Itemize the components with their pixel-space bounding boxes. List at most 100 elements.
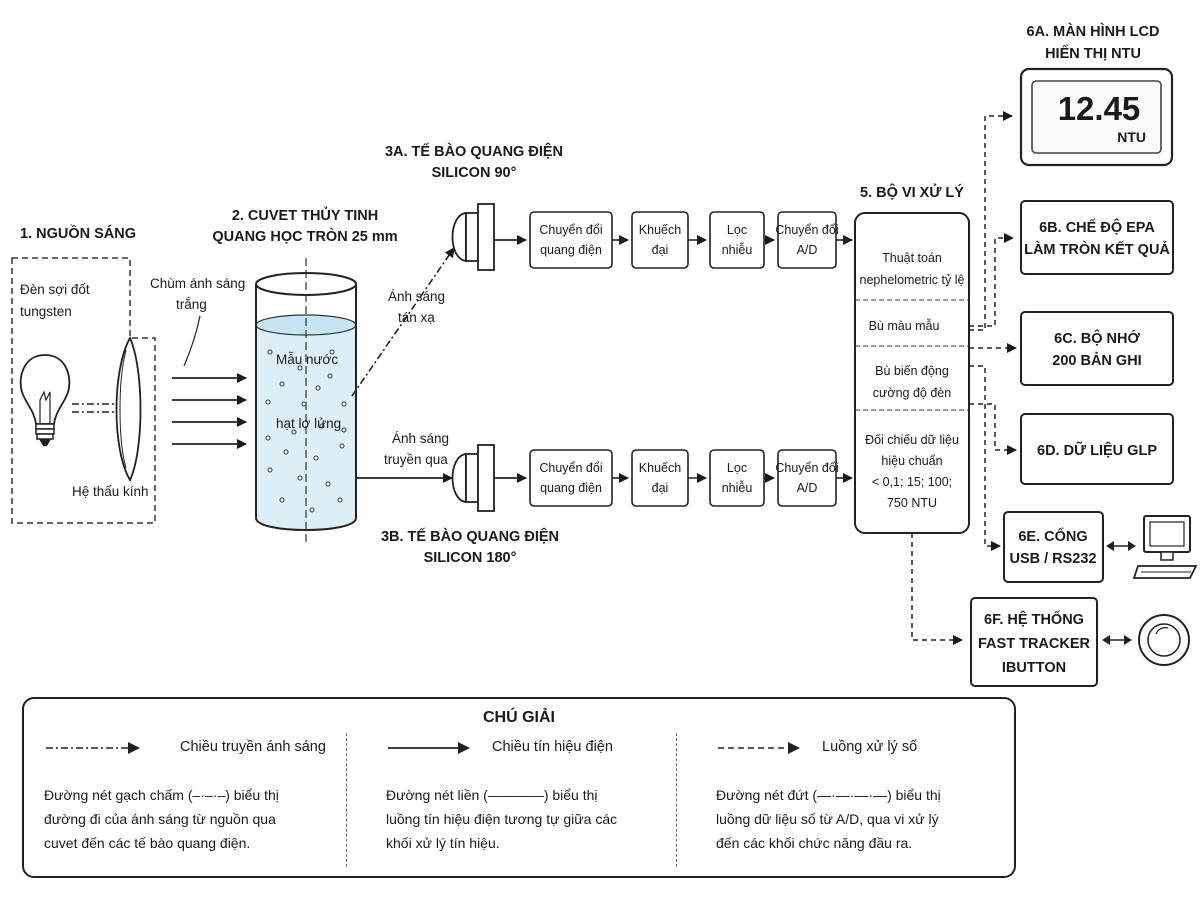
computer-icon [1132,515,1198,579]
memory-box [1020,311,1174,386]
sample-label: Mẫu nước [276,352,338,367]
particle-dot [315,385,321,391]
tracker-bidirectional-arrow [1102,635,1132,645]
amplifier-upper-line2: đại [652,243,669,257]
particle-dot [279,381,285,387]
processor-algorithm-line1: Thuật toán [882,251,942,265]
pe-converter-lower-line2: quang điện [540,481,602,495]
white-beam-label-line2: trắng [176,297,207,312]
amplifier-upper [631,211,689,269]
memory-line1: 6C. BỘ NHỚ [1054,329,1140,347]
lens-label: Hệ thấu kính [72,484,149,499]
legend-light-desc-line3: cuvet đến các tế bào quang điện. [44,835,251,851]
legend-digital-desc-line3: đến các khối chức năng đầu ra. [716,835,913,851]
lower-signal-chain: Chuyển đổi quang điện Khuếch đại Lọc nhi… [529,449,853,507]
particle-dot [267,349,273,355]
tracker-box [970,597,1098,687]
processor-color-comp: Bù màu mẫu [869,318,940,333]
cuvette-title-line1: 2. CUVET THỦY TINH [232,206,378,224]
filter-upper-line1: Lọc [727,223,747,237]
legend-digital-desc: Đường nét đứt (—·—·—·—) biểu thị luồng d… [716,783,941,855]
legend-light-desc-line1: Đường nét gạch chấm (–·–·–) biểu thị [44,787,279,803]
lcd-unit: NTU [1117,129,1146,145]
filter-lower [709,449,765,507]
cuvette-title-line2: QUANG HỌC TRÒN 25 mm [212,227,397,245]
adc-lower-line2: A/D [797,481,818,495]
legend-electric-desc: Đường nét liền (————) biểu thị luồng tín… [386,783,617,855]
photocell-90-icon [451,203,495,271]
memory-line2: 200 BẢN GHI [1052,352,1141,369]
white-beam-arrows [172,373,247,449]
tracker-line2: FAST TRACKER [978,636,1091,652]
white-beam-pointer [183,315,201,367]
transmitted-label-line1: Ánh sáng [392,431,449,446]
legend-key-solid [388,742,470,754]
adc-lower [777,449,837,507]
processor-calib-line4: 750 NTU [887,496,937,510]
lcd-display [1019,67,1174,167]
legend-item-digital: Luồng xử lý số Đường nét đứt (—·—·—·—) b… [716,735,1006,869]
tracker-line3: IBUTTON [1002,660,1066,676]
legend-item-light: Chiều truyền ánh sáng Đường nét gạch chấ… [44,735,344,869]
port-line2: USB / RS232 [1009,551,1096,567]
particles-label: hạt lơ lửng [276,416,341,431]
scattered-label-line1: Ánh sáng [388,289,445,304]
particle-dot [279,497,285,503]
lcd-title-line1: 6A. MÀN HÌNH LCD [1027,23,1160,40]
epa-box [1020,200,1174,275]
particle-dot [291,429,297,435]
photocell-180-icon [451,444,495,512]
particle-dot [329,349,335,355]
particle-dot [301,401,307,407]
glp-box [1020,413,1174,485]
digital-flow-connectors [911,111,1017,645]
legend-electric-desc-line2: luồng tín hiệu điện tương tự giữa các [386,811,618,827]
port-line1: 6E. CỔNG [1018,527,1087,545]
particle-dot [325,481,331,487]
filter-lower-line2: nhiễu [722,480,753,495]
lcd-value: 12.45 [1058,90,1141,127]
particle-dot [309,507,315,513]
legend-electric-desc-line3: khối xử lý tín hiệu. [386,835,500,851]
pe-converter-upper-line1: Chuyển đổi [539,223,602,237]
adc-upper-line1: Chuyển đổi [775,223,838,237]
processor-title: 5. BỘ VI XỬ LÝ [860,183,964,201]
upper-signal-chain: Chuyển đổi quang điện Khuếch đại Lọc nhi… [529,211,853,269]
particle-dot [297,475,303,481]
legend-key-dashed [718,742,800,754]
cell-90-title-line2: SILICON 90° [432,165,517,181]
pe-converter-upper-line2: quang điện [540,243,602,257]
legend-key-dashdot [46,742,140,754]
adc-upper [777,211,837,269]
legend: CHÚ GIẢI Chiều truyền ánh sáng Đường nét… [22,697,1016,878]
lcd-title-line2: HIỂN THỊ NTU [1045,44,1141,62]
legend-electric-label: Chiều tín hiệu điện [492,739,613,755]
legend-digital-desc-line1: Đường nét đứt (—·—·—·—) biểu thị [716,787,941,803]
legend-light-desc-line2: đường đi của ánh sáng từ nguồn qua [44,811,276,827]
amplifier-lower-line2: đại [652,481,669,495]
adc-lower-line1: Chuyển đổi [775,461,838,475]
white-beam-label-line1: Chùm ánh sáng [150,276,245,291]
lightbulb-icon [19,354,71,446]
filter-lower-line1: Lọc [727,461,747,475]
particle-dot [265,399,271,405]
lamp-label-line1: Đèn sợi đốt [20,282,90,297]
processor-calib-line2: hiệu chuẩn [881,454,942,468]
cell-90-title-line1: 3A. TẾ BÀO QUANG ĐIỆN [385,142,563,160]
epa-line2: LÀM TRÒN KẾT QUẢ [1024,240,1170,258]
particle-dot [265,435,271,441]
lens-icon [115,335,142,482]
port-box [1003,511,1104,583]
processor-lamp-comp-line2: cường độ đèn [873,386,951,400]
particle-dot [283,449,289,455]
particle-dot [313,455,319,461]
legend-electric-desc-line1: Đường nét liền (————) biểu thị [386,787,598,803]
particle-dot [337,497,343,503]
legend-digital-label: Luồng xử lý số [822,739,918,755]
legend-light-label: Chiều truyền ánh sáng [180,739,326,755]
pe-converter-lower-line1: Chuyển đổi [539,461,602,475]
particle-dot [297,365,303,371]
bidirectional-arrow [1106,541,1136,551]
particle-dot [319,423,325,429]
